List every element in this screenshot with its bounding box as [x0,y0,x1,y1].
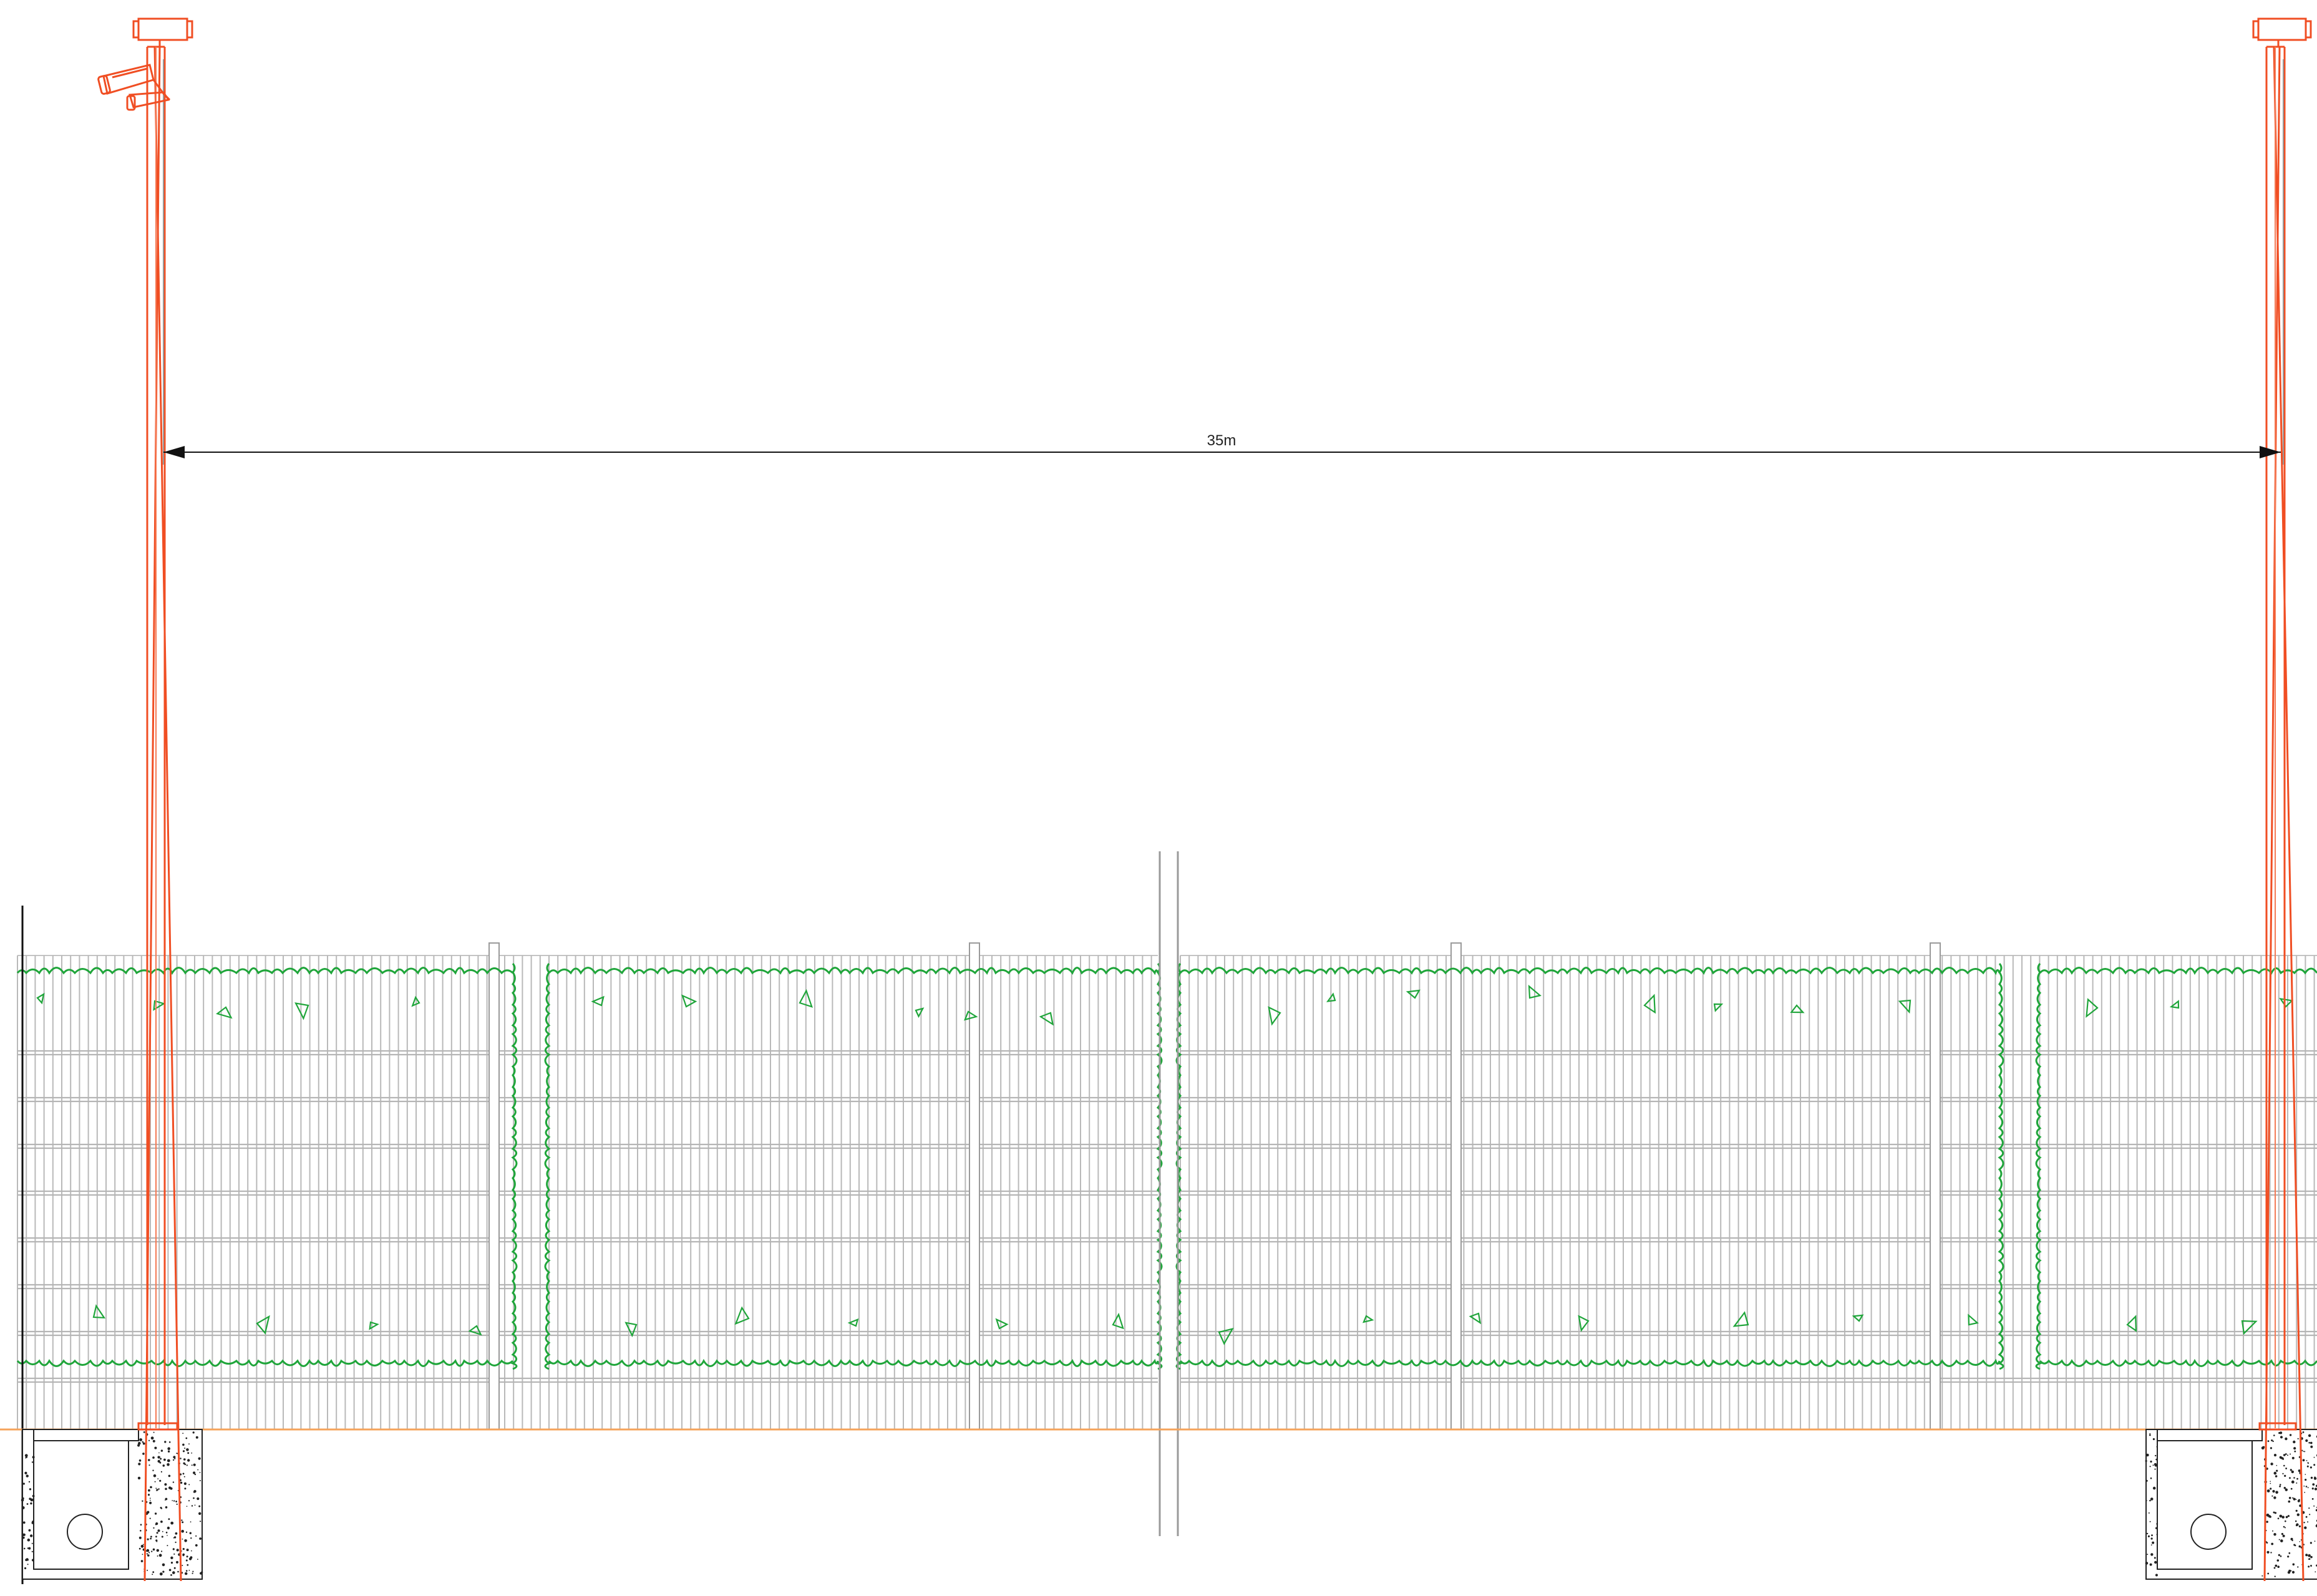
chamber-cover [2157,1429,2263,1441]
hedge-side-edge [510,963,518,1370]
hedge-bottom-edge [2039,1358,2317,1367]
leaf-mark [734,1306,750,1325]
hedge-bottom-edge [16,1358,514,1367]
leaf-mark [468,1325,482,1336]
leaf-mark [1643,994,1656,1014]
chamber-cover [33,1429,139,1441]
hedge-top-edge [548,967,1159,975]
leaf-mark [995,1318,1009,1330]
leaf-mark [1039,1012,1054,1026]
leaf-mark [36,992,45,1005]
gate-gap-lines [1158,851,1179,1536]
leaf-mark [294,1002,309,1020]
leaf-mark [1713,1003,1724,1012]
concrete-hatch [2145,1431,2317,1577]
leaf-mark [1268,1006,1281,1026]
fence-post [1930,942,1941,1430]
hedge-top-edge [1179,967,2001,975]
dimension-label: 35m [1207,432,1236,449]
leaf-mark [847,1318,859,1327]
leaf-mark [2169,1000,2180,1009]
hedge-side-edge [2035,963,2043,1370]
hedge-bottom-edge [1179,1358,2001,1367]
leaf-mark [1326,992,1336,1002]
leaf-mark [1790,1004,1805,1013]
hedge-bottom-edge [548,1358,1159,1367]
leaf-mark [1578,1315,1590,1332]
leaf-mark [92,1304,106,1319]
leaf-mark [153,1000,166,1011]
drainage-chamber [2157,1440,2253,1570]
leaf-mark [1852,1314,1864,1322]
leaf-mark [1968,1313,1979,1326]
leaf-mark [1528,984,1542,999]
span-dimension: 35m [163,432,2281,458]
lighting-column-right [2252,17,2312,1582]
security-mesh-fence [17,942,2317,1430]
leaf-mark [2241,1320,2258,1335]
leaf-mark [1218,1327,1234,1345]
hedge-side-edge [544,963,551,1370]
cctv-camera-icon [97,64,171,111]
leaf-mark [256,1315,270,1335]
leaf-mark [1898,999,1911,1014]
leaf-mark [2086,998,2099,1018]
leaf-mark [915,1007,925,1018]
leaf-mark [2126,1315,2137,1332]
hedge-top-edge [2039,967,2317,975]
concrete-hatch [21,1431,203,1576]
floodlight-head-icon [2252,17,2312,47]
leaf-mark [624,1322,638,1338]
leaf-mark [964,1010,978,1021]
leaf-mark [2279,997,2294,1008]
leaf-mark [799,989,813,1008]
leaf-mark [216,1006,233,1019]
concrete-foundation-left [21,1429,203,1580]
drainage-chamber [33,1440,129,1570]
floodlight-head-icon [132,17,193,47]
fence-post [1450,942,1462,1430]
fence-post [488,942,500,1430]
leaf-mark [1112,1312,1124,1330]
concrete-foundation-right [2145,1429,2317,1580]
leaf-mark [591,995,605,1007]
hedge-top-edge [16,967,514,975]
leaf-mark [1363,1315,1374,1323]
leaf-mark [681,994,697,1008]
leaf-mark [1406,989,1421,999]
drainage-pipe [67,1514,103,1550]
leaf-mark [369,1321,379,1330]
drainage-pipe [2190,1514,2227,1550]
leaf-mark [1732,1311,1749,1327]
leaf-mark [411,995,420,1007]
hedge-side-edge [1997,963,2004,1370]
lighting-column-left [97,17,193,1582]
leaf-mark [1469,1312,1482,1325]
